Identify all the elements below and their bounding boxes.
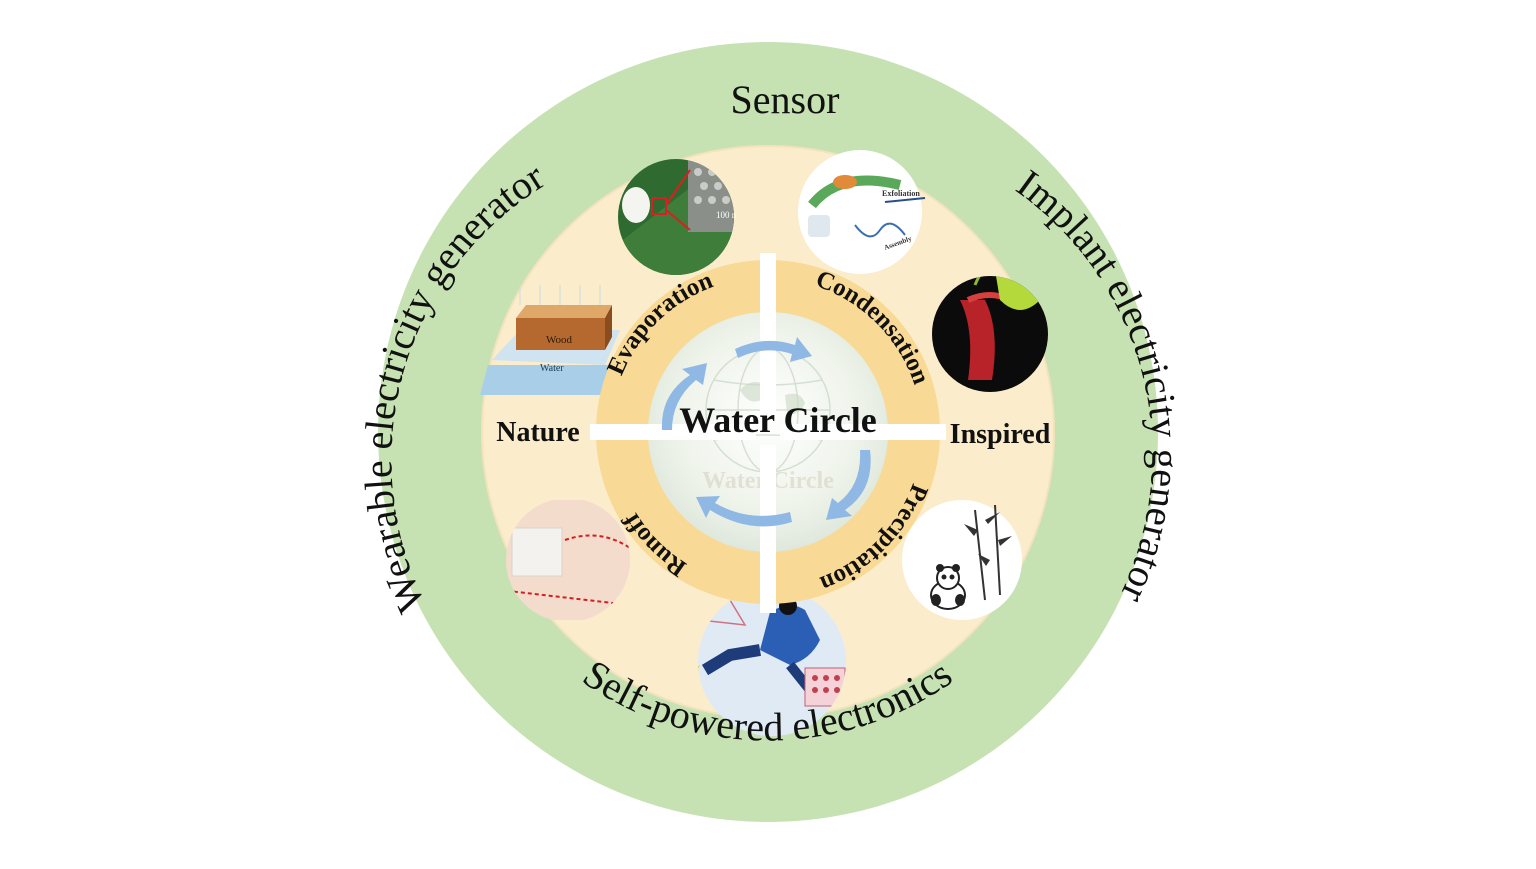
arrow-left bbox=[661, 363, 707, 430]
cycle-arrows bbox=[661, 337, 871, 527]
label-sensor: Sensor bbox=[731, 77, 840, 122]
arrow-bottom bbox=[696, 496, 792, 527]
label-nature: Nature bbox=[496, 417, 579, 448]
quadrant-dividers bbox=[590, 253, 946, 613]
center-title: Water Circle bbox=[679, 400, 877, 440]
panda-icon bbox=[930, 564, 966, 610]
diver-wetsuit-illustration bbox=[698, 588, 846, 736]
center-globe bbox=[648, 312, 888, 552]
wood-water-illustration: Wood Water bbox=[480, 285, 620, 395]
exfoliation-assembly-illustration: Exfoliation Assembly bbox=[798, 150, 926, 274]
arrow-right bbox=[826, 450, 871, 520]
crab-icon bbox=[833, 175, 857, 189]
water-label: Water bbox=[540, 363, 564, 374]
scale-bar-label: 100 n bbox=[716, 210, 737, 220]
label-inspired: Inspired bbox=[950, 419, 1051, 450]
pitcher-plant-photo bbox=[932, 276, 1048, 392]
panda-bamboo-illustration bbox=[902, 500, 1022, 620]
wood-label: Wood bbox=[546, 334, 573, 346]
exfoliation-label: Exfoliation bbox=[882, 189, 920, 198]
skin-patch-photo bbox=[506, 500, 630, 620]
arrow-top bbox=[735, 337, 812, 362]
